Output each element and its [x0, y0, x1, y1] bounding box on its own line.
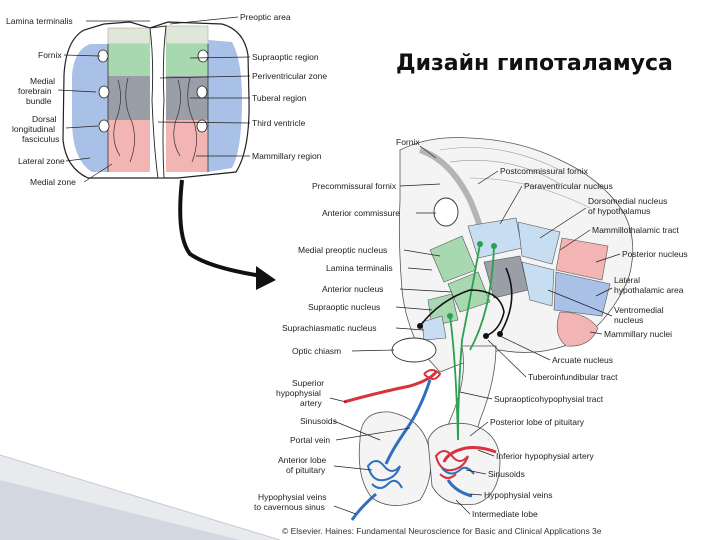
label-preoptic-area: Preoptic area — [240, 12, 291, 22]
label-s-portal-vein: Portal vein — [290, 435, 330, 445]
coronal-left-tuberal — [108, 76, 150, 120]
coronal-left-supraoptic — [108, 44, 150, 76]
label-s-superior-3: artery — [300, 398, 322, 408]
mammillary-nuclei — [556, 311, 599, 347]
label-tuberal-region: Tuberal region — [252, 93, 307, 103]
coronal-right-lateral-zone — [208, 40, 242, 172]
coronal-left-lateral-zone — [72, 44, 108, 172]
label-s-dorsomedial-1: Dorsomedial nucleus — [588, 196, 667, 206]
coronal-right-preoptic — [165, 25, 209, 45]
label-s-anterior-nucleus: Anterior nucleus — [322, 284, 383, 294]
corner-decoration — [0, 454, 281, 540]
supraopticohypophysial-tract — [457, 243, 481, 441]
hypophysial-veins-left — [350, 492, 377, 521]
label-mammillary-region: Mammillary region — [252, 151, 322, 161]
sagittal-section: Fornix Precommissural fornix Anterior co… — [254, 137, 688, 521]
anterior-commissure — [433, 197, 459, 227]
flow-arrow — [178, 179, 263, 278]
label-s-anterior-commissure: Anterior commissure — [322, 208, 400, 218]
dorsomedial-nucleus — [517, 221, 561, 265]
label-s-precommissural-fornix: Precommissural fornix — [312, 181, 397, 191]
anterior-sinusoids — [366, 460, 403, 489]
label-s-lamina-terminalis: Lamina terminalis — [326, 263, 393, 273]
label-medial-1: Medial — [30, 76, 55, 86]
label-s-suprachiasmatic: Suprachiasmatic nucleus — [282, 323, 377, 333]
label-s-medial-preoptic: Medial preoptic nucleus — [298, 245, 387, 255]
label-s-sinusoids-right: Sinusoids — [488, 469, 525, 479]
label-s-optic-chiasm: Optic chiasm — [292, 346, 341, 356]
posterior-sinusoids — [434, 450, 469, 479]
posterior-nucleus — [555, 237, 609, 281]
label-s-supraoptic-nucleus: Supraoptic nucleus — [308, 302, 380, 312]
optic-chiasm — [391, 337, 437, 363]
label-medial-3: bundle — [26, 96, 52, 106]
inferior-hypophysial-artery — [442, 446, 497, 463]
label-supraoptic-region: Supraoptic region — [252, 52, 319, 62]
anterior-nucleus — [447, 271, 491, 313]
coronal-left-preoptic — [107, 27, 151, 45]
label-s-supraopticohypophysial: Supraopticohypophysial tract — [494, 394, 604, 404]
tuberoinfundibular-tract — [419, 289, 505, 337]
label-s-superior-1: Superior — [292, 378, 324, 388]
coronal-third-ventricle — [149, 25, 167, 179]
label-dorsal-2: longitudinal — [12, 124, 55, 134]
suprachiasmatic-nucleus — [421, 315, 447, 341]
label-medial-2: forebrain — [18, 86, 52, 96]
label-s-posterior-lobe: Posterior lobe of pituitary — [490, 417, 585, 427]
label-s-hypophysial-veins-1: Hypophysial veins — [258, 492, 327, 502]
label-s-anterior-lobe-2: of pituitary — [286, 465, 326, 475]
label-s-postcommissural-fornix: Postcommissural fornix — [500, 166, 589, 176]
ventromedial-nucleus — [521, 261, 555, 307]
hypophysial-veins-right — [446, 479, 473, 498]
label-s-mammillothalamic: Mammillothalamic tract — [592, 225, 680, 235]
slide-title: Дизайн гипоталамуса — [396, 51, 673, 76]
label-s-hypophysial-veins-2: to cavernous sinus — [254, 502, 325, 512]
label-s-superior-2: hypophysial — [276, 388, 321, 398]
label-fornix: Fornix — [38, 50, 62, 60]
label-s-inferior-hypophysial: Inferior hypophysial artery — [496, 451, 595, 461]
label-s-tuberoinfundibular: Tuberoinfundibular tract — [528, 372, 618, 382]
anterior-pituitary-lobe — [358, 411, 432, 506]
label-lateral-zone: Lateral zone — [18, 156, 65, 166]
label-s-ventromedial-1: Ventromedial — [614, 305, 664, 315]
label-s-fornix: Fornix — [396, 137, 420, 147]
label-s-ventromedial-2: nucleus — [614, 315, 643, 325]
label-s-lateral-2: hypothalamic area — [614, 285, 684, 295]
coronal-left-mammillary — [108, 120, 150, 172]
label-s-intermediate-lobe: Intermediate lobe — [472, 509, 538, 519]
label-medial-zone: Medial zone — [30, 177, 76, 187]
coronal-section: Lamina terminalis Fornix Medial forebrai… — [6, 12, 327, 290]
label-dorsal-3: fasciculus — [22, 134, 59, 144]
label-periventricular-zone: Periventricular zone — [252, 71, 327, 81]
label-s-posterior-nucleus: Posterior nucleus — [622, 249, 688, 259]
label-s-paraventricular: Paraventricular nucleus — [524, 181, 613, 191]
label-s-anterior-lobe-1: Anterior lobe — [278, 455, 326, 465]
label-third-ventricle: Third ventricle — [252, 118, 306, 128]
label-s-hypophysial-veins-right: Hypophysial veins — [484, 490, 553, 500]
label-s-lateral-1: Lateral — [614, 275, 640, 285]
coronal-fornix-right — [197, 49, 209, 63]
portal-vein — [384, 379, 432, 465]
label-s-arcuate: Arcuate nucleus — [552, 355, 613, 365]
label-lamina-terminalis: Lamina terminalis — [6, 16, 73, 26]
copyright-credit: © Elsevier. Haines: Fundamental Neurosci… — [282, 526, 602, 536]
label-s-dorsomedial-2: of hypothalamus — [588, 206, 650, 216]
superior-hypophysial-artery — [343, 371, 438, 404]
label-dorsal-1: Dorsal — [32, 114, 57, 124]
label-s-sinusoids: Sinusoids — [300, 416, 337, 426]
flow-arrowhead — [256, 266, 276, 290]
label-s-mammillary: Mammillary nuclei — [604, 329, 672, 339]
lateral-hypothalamic-area — [553, 271, 611, 317]
